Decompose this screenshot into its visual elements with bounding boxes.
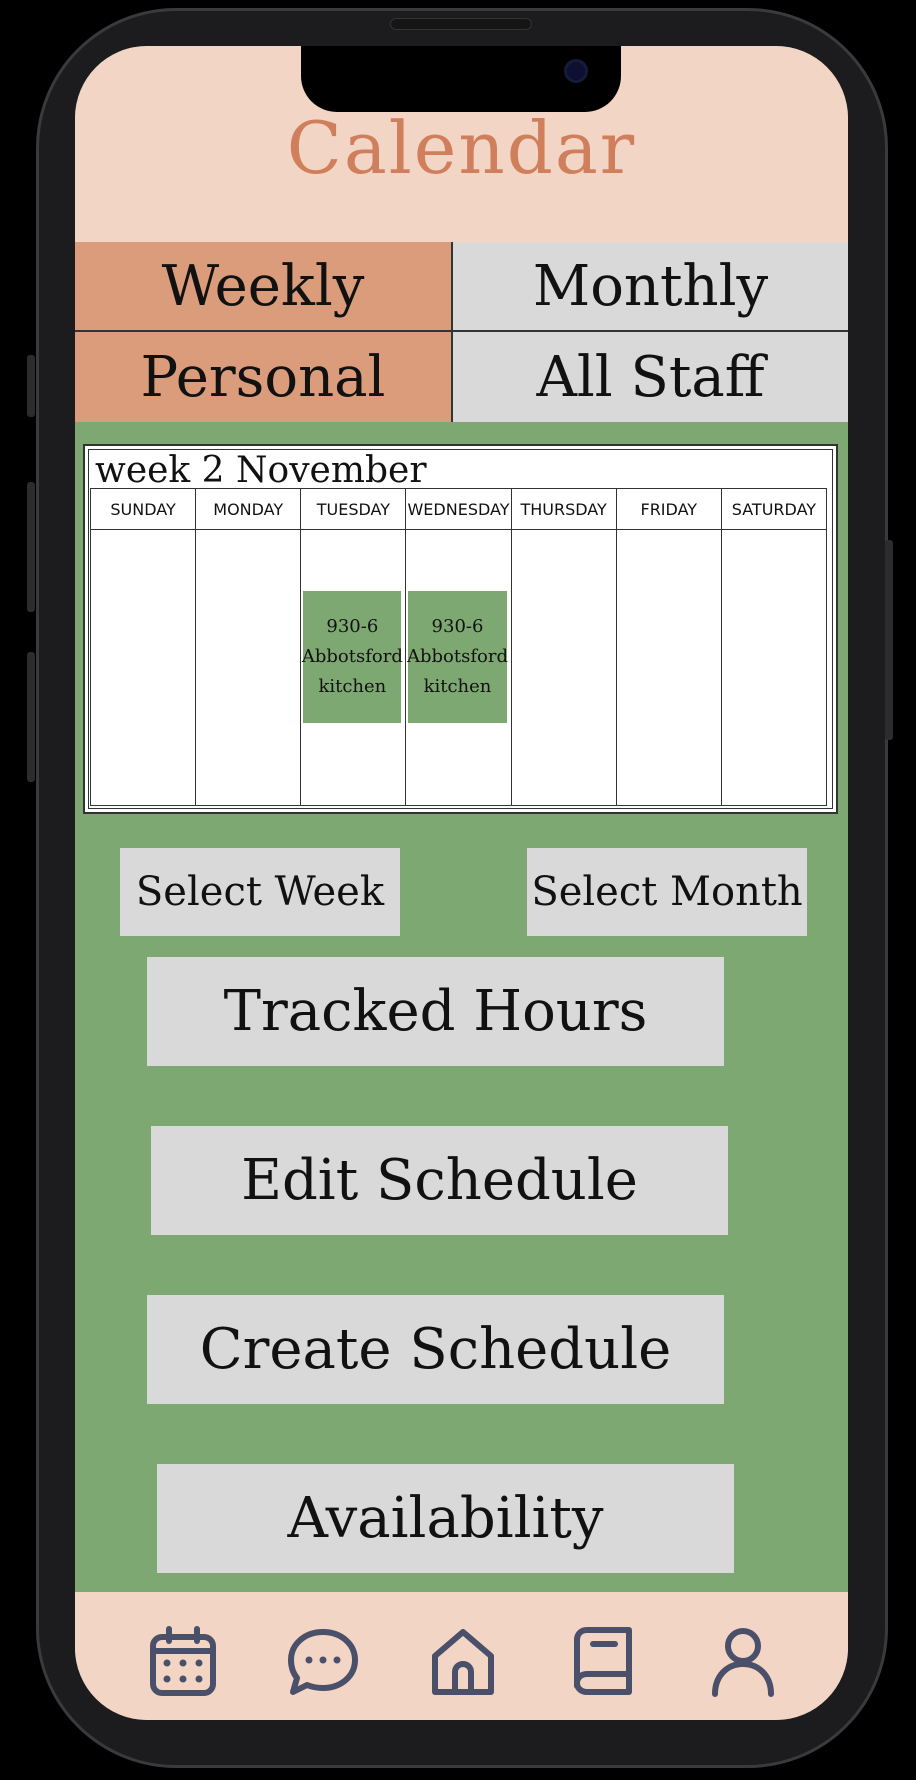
day-column-wednesday[interactable]: WEDNESDAY 930-6 Abbotsford kitchen (406, 489, 512, 805)
shift-block[interactable]: 930-6 Abbotsford kitchen (407, 591, 508, 723)
calendar-frame (88, 449, 833, 809)
tab-all-staff[interactable]: All Staff (453, 332, 848, 422)
chat-icon[interactable] (287, 1626, 359, 1698)
availability-button[interactable]: Availability (157, 1464, 734, 1573)
day-header: SATURDAY (721, 489, 826, 530)
shift-time: 930-6 (431, 616, 484, 637)
week-label: week 2 November (95, 450, 427, 491)
day-header: TUESDAY (301, 489, 406, 530)
select-month-button[interactable]: Select Month (527, 848, 807, 936)
day-header: MONDAY (196, 489, 301, 530)
day-column-sunday[interactable]: SUNDAY (91, 489, 197, 805)
tab-weekly[interactable]: Weekly (75, 242, 453, 332)
mute-switch (27, 355, 35, 417)
app-screen: Calendar Weekly Monthly Personal All Sta… (75, 46, 848, 1720)
week-calendar: week 2 November SUNDAY MONDAY TUESDAY 93… (83, 444, 838, 814)
speaker-grille (390, 18, 532, 30)
profile-icon[interactable] (707, 1626, 779, 1698)
day-header: SUNDAY (91, 489, 196, 530)
day-column-tuesday[interactable]: TUESDAY 930-6 Abbotsford kitchen (301, 489, 407, 805)
select-week-button[interactable]: Select Week (120, 848, 400, 936)
edit-schedule-button[interactable]: Edit Schedule (151, 1126, 728, 1235)
tab-monthly[interactable]: Monthly (453, 242, 848, 332)
notch (301, 46, 621, 112)
day-header: THURSDAY (511, 489, 616, 530)
day-column-saturday[interactable]: SATURDAY (721, 489, 826, 805)
tab-personal[interactable]: Personal (75, 332, 453, 422)
page-title: Calendar (286, 106, 637, 190)
shift-time: 930-6 (326, 616, 379, 637)
day-header: FRIDAY (616, 489, 721, 530)
shift-area: kitchen (423, 676, 492, 697)
create-schedule-button[interactable]: Create Schedule (147, 1295, 724, 1404)
volume-down-button (27, 652, 35, 782)
front-camera-icon (564, 59, 588, 83)
volume-up-button (27, 482, 35, 612)
day-header: WEDNESDAY (406, 489, 511, 530)
power-button (885, 540, 893, 740)
day-column-friday[interactable]: FRIDAY (616, 489, 722, 805)
day-column-thursday[interactable]: THURSDAY (511, 489, 617, 805)
bottom-nav (75, 1592, 848, 1720)
shift-location: Abbotsford (407, 646, 508, 667)
calendar-grid: SUNDAY MONDAY TUESDAY 930-6 Abbotsford k… (90, 488, 827, 806)
calendar-icon[interactable] (147, 1626, 219, 1698)
shift-block[interactable]: 930-6 Abbotsford kitchen (301, 591, 403, 723)
shift-location: Abbotsford (301, 646, 403, 667)
shift-area: kitchen (318, 676, 387, 697)
day-column-monday[interactable]: MONDAY (196, 489, 302, 805)
home-icon[interactable] (427, 1626, 499, 1698)
tracked-hours-button[interactable]: Tracked Hours (147, 957, 724, 1066)
book-icon[interactable] (567, 1626, 639, 1698)
